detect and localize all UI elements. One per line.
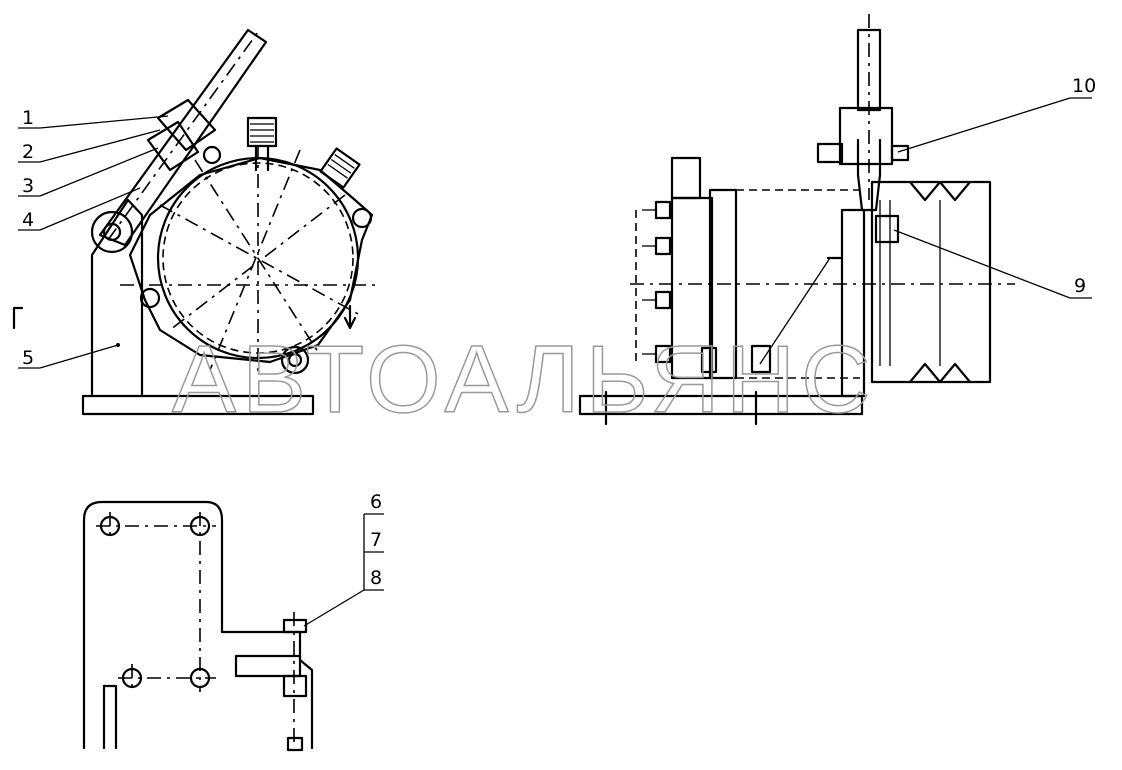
callout-7: 7 [370,529,382,551]
clamp-block [156,98,217,152]
callout-9: 9 [1074,275,1086,297]
generator-housing [128,156,374,364]
bracket-bolt-top [282,618,308,634]
front-view: 1 2 3 4 5 [12,28,380,416]
pivot-bolt [102,222,122,242]
tension-rod-end [856,28,882,112]
bracket-bolt-mid [282,674,308,698]
section-mark-right [343,304,357,330]
pivot-eye [90,210,134,254]
center-lines [120,145,380,375]
generator-terminal [670,156,702,200]
clamp-block-lower [146,120,200,172]
bracket-plan-view: 6 7 8 [82,491,384,752]
mount-lug-right [351,207,373,229]
terminal-side [319,147,361,189]
rod-clevis [838,106,894,166]
callout-2: 2 [22,141,34,163]
bracket-bolt-bottom [286,736,304,752]
clevis-nut-right [890,144,910,162]
bracket-plate-outline [82,500,314,750]
callout-3: 3 [22,175,34,197]
callouts-left: 1 2 3 4 5 [18,107,169,369]
tension-rod [98,28,268,247]
side-bracket [840,208,866,398]
side-base-plate [578,394,864,416]
bracket-tab [234,654,302,678]
side-view: 10 9 [578,14,1096,426]
pivot-nut [874,214,900,244]
generator-hidden-lines [635,189,860,379]
base-plate [81,394,315,416]
callout-10: 10 [1072,75,1096,97]
callout-6: 6 [370,491,382,513]
terminal-top [246,116,278,148]
callout-4: 4 [22,209,34,231]
adjust-bolt [202,145,222,165]
callout-8: 8 [370,567,382,589]
section-mark-left [12,306,24,330]
clevis-bolt-left [816,142,844,164]
callouts-bottom: 6 7 8 [303,491,384,627]
mount-bolts [642,200,772,374]
mount-lug-bottom [280,345,310,375]
callouts-right: 10 9 [759,75,1096,365]
pulley [870,180,992,384]
bracket-upright [90,198,144,398]
watermark: АВТОАЛЬЯНС [172,326,876,433]
callout-5: 5 [22,347,34,369]
callout-1: 1 [22,107,34,129]
mount-lug-left [139,287,161,309]
